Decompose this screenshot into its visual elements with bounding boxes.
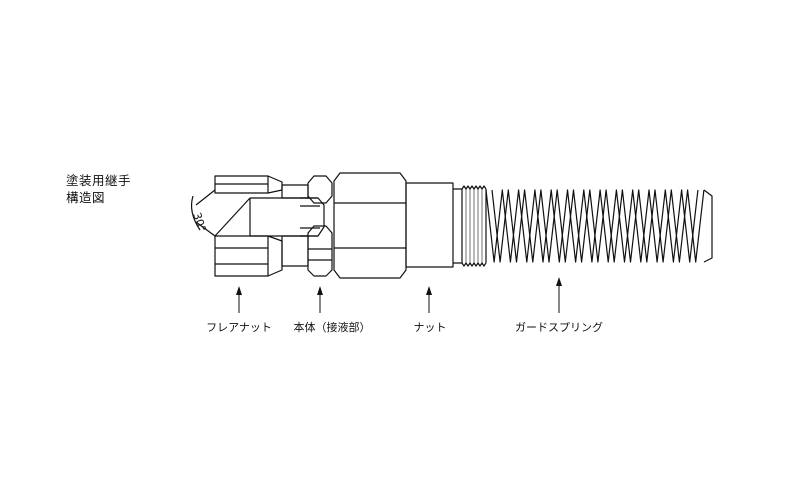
label-flare-nut: フレアナット [206, 321, 272, 334]
diagram-title: 塗装用継手 構造図 [66, 172, 131, 206]
guard-spring [485, 189, 713, 263]
arrow-flare-nut [236, 286, 242, 313]
label-nut: ナット [414, 321, 447, 334]
angle-label: 30° [190, 211, 208, 234]
label-body: 本体（接液部） [294, 320, 371, 334]
sleeve [405, 182, 454, 268]
body-hex [307, 175, 333, 277]
flare-angle-indicator [190, 189, 216, 237]
label-guard-spring: ガードスプリング [515, 320, 603, 334]
thread-teeth-top [461, 185, 487, 190]
spring-coil-back [491, 189, 705, 263]
arrow-guard-spring [556, 277, 562, 313]
flare-nut [214, 175, 318, 277]
title-line-1: 塗装用継手 [66, 173, 132, 188]
title-line-2: 構造図 [66, 190, 106, 205]
nut-hex [333, 172, 407, 279]
thread [453, 185, 487, 267]
thread-teeth-bottom [461, 262, 487, 267]
arrow-nut [426, 286, 432, 313]
arrow-body [317, 286, 323, 313]
spring-end [703, 189, 713, 263]
